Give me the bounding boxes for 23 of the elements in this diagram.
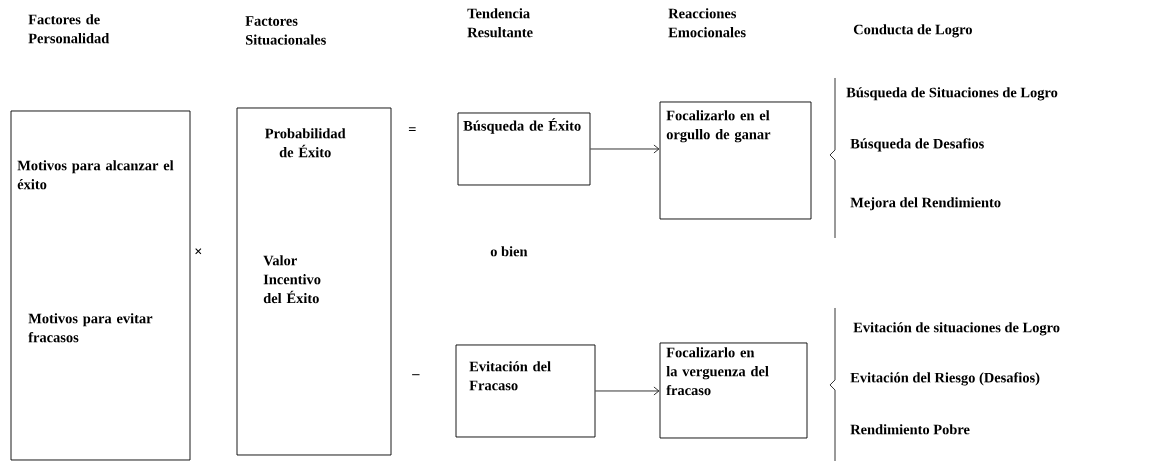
text-box: Búsqueda de Éxito <box>457 112 591 186</box>
text-box: Motivos para alcanzar el éxito Motivos para evitar fracasos <box>10 110 191 461</box>
label: – <box>412 374 420 376</box>
label: Conducta de Logro <box>853 24 972 38</box>
arrow <box>595 386 660 396</box>
label: × <box>195 248 202 255</box>
label: o bien <box>490 246 528 257</box>
label: Tendencia Resultante <box>467 8 533 38</box>
label: Evitación del Riesgo (Desafios) <box>850 372 1040 386</box>
text-box: Evitación del Fracaso <box>455 344 596 438</box>
label: Reacciones Emocionales <box>668 8 746 38</box>
label: Mejora del Rendimiento <box>850 197 1001 211</box>
arrow <box>590 144 660 154</box>
text-box: Focalizarlo en el orgullo de ganar <box>659 101 812 220</box>
label: Factores de Personalidad <box>28 14 110 44</box>
text-box: Probabilidad de Éxito Valor Incentivo del Éxito <box>236 107 392 456</box>
label: Rendimiento Pobre <box>850 424 970 435</box>
text-box: Focalizarlo en la verguenza del fracaso <box>659 342 808 439</box>
label: = <box>408 127 416 132</box>
label: Búsqueda de Situaciones de Logro <box>846 87 1058 101</box>
label: Factores Situacionales <box>245 16 326 45</box>
label: Búsqueda de Desafios <box>850 138 984 152</box>
label: Evitación de situaciones de Logro <box>853 322 1060 336</box>
